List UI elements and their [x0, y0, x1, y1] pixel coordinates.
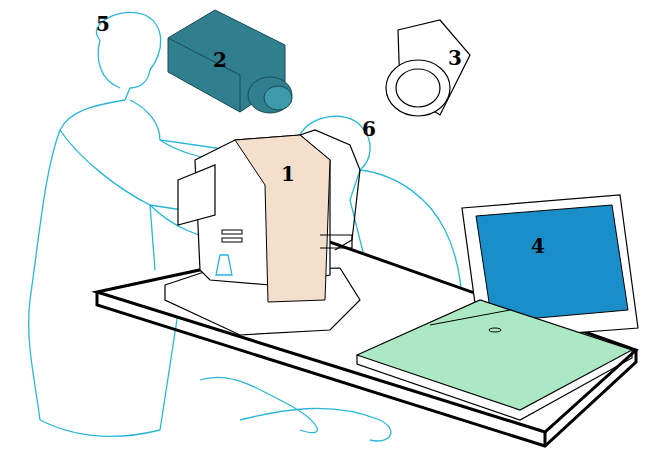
callout-number: 2	[213, 50, 227, 70]
topography-device	[165, 130, 360, 335]
callout-number: 5	[96, 14, 110, 34]
callout-number: 4	[531, 236, 545, 256]
camera	[168, 10, 292, 113]
callout-number: 3	[448, 48, 462, 68]
lens	[386, 20, 470, 116]
laptop	[357, 195, 638, 420]
callout-number: 6	[362, 119, 376, 139]
callout-number: 1	[281, 164, 295, 184]
